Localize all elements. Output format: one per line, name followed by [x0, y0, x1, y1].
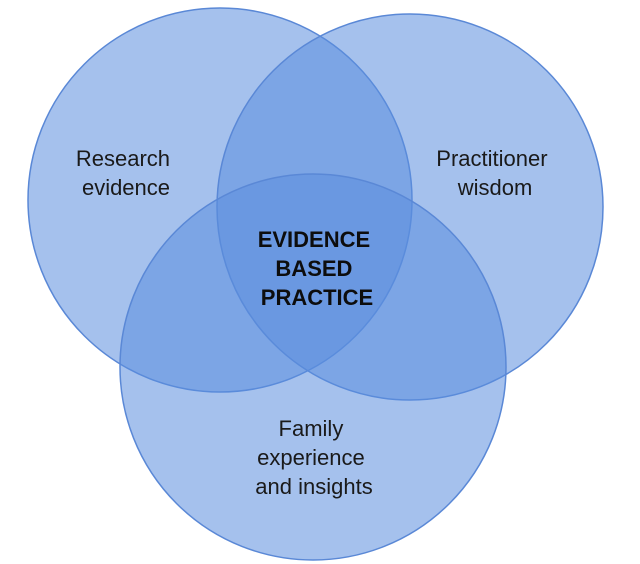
- label-practitioner-wisdom: Practitioner wisdom: [436, 146, 553, 200]
- center-label-evidence-based-practice: EVIDENCE BASED PRACTICE: [258, 227, 377, 310]
- venn-circles: [27, 7, 604, 561]
- label-family-experience: Family experience and insights: [255, 416, 372, 499]
- label-research-evidence: Research evidence: [76, 146, 176, 200]
- circle-family-experience: [119, 173, 507, 561]
